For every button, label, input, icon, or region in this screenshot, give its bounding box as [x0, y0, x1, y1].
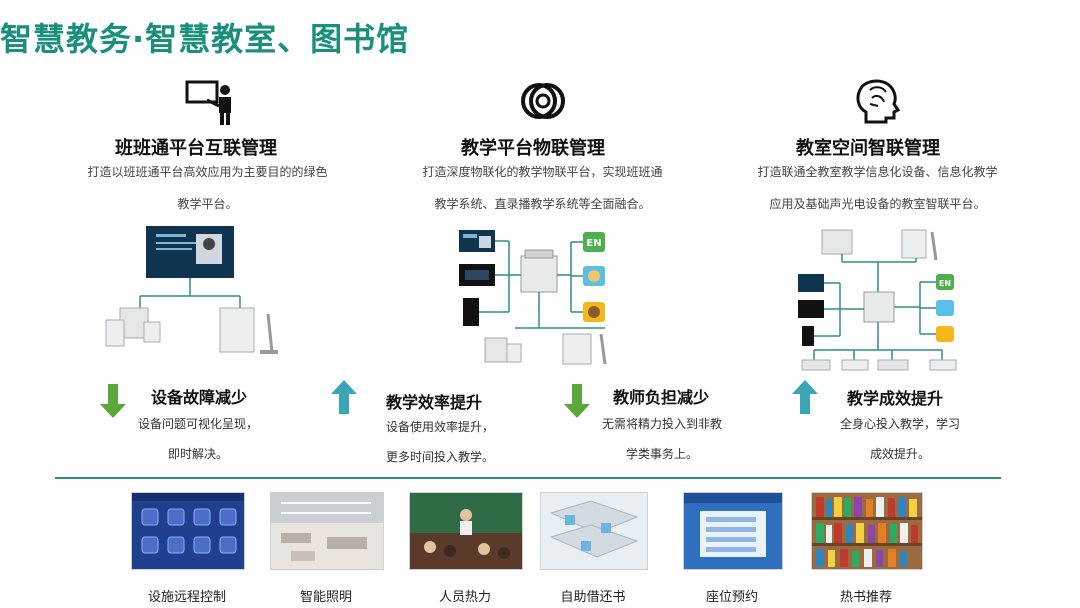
page-title: 智慧教务·智慧教室、图书馆 — [0, 20, 410, 58]
speaker-device — [119, 307, 149, 339]
desc-line: 应用及基础声光电设备的教室智联平台。 — [769, 197, 986, 211]
library-layout-image — [549, 500, 639, 558]
benefit-title: 教学成效提升 — [847, 389, 944, 408]
kiosk-device — [219, 307, 255, 353]
library-interior-image — [271, 493, 383, 569]
benefit-desc: 设备问题可视化呈现， 即时解决。 — [118, 409, 278, 469]
desc-line: 教学系统、直录播教学系统等全面融合。 — [434, 197, 651, 211]
benefit-desc: 无需将精力投入到非教 学类事务上。 — [582, 409, 742, 469]
seat-booking-screen-image — [684, 493, 782, 557]
gallery-label: 自助借还书 — [560, 590, 626, 605]
section-divider — [55, 477, 1001, 479]
benefit-title: 设备故障减少 — [151, 388, 248, 407]
up-arrow-icon — [792, 380, 818, 414]
benefit-line: 设备使用效率提升， — [385, 420, 494, 434]
column-desc-iot: 打造深度物联化的教学物联平台，实现班班通 教学系统、直录播教学系统等全面融合。 — [395, 156, 690, 220]
gallery-thumb-seat-booking[interactable] — [683, 492, 783, 570]
benefit-desc: 设备使用效率提升， 更多时间投入教学。 — [360, 412, 520, 472]
brain-head-icon — [856, 79, 901, 124]
rings-link-icon — [521, 83, 565, 119]
gallery-thumb-remote-control[interactable] — [131, 492, 245, 570]
classroom-device-diagram: EN — [798, 229, 957, 371]
benefit-title: 教师负担减少 — [613, 388, 710, 407]
gallery-label: 人员热力 — [438, 590, 491, 605]
column-desc-banbantong: 打造以班班通平台高效应用为主要目的的绿色 教学平台。 — [60, 156, 355, 220]
column-desc-classroom: 打造联通全教室教学信息化设备、信息化教学 应用及基础声光电设备的教室智联平台。 — [730, 156, 1025, 220]
down-arrow-icon — [100, 384, 126, 418]
gallery-thumb-smart-lighting[interactable] — [270, 492, 384, 570]
gallery-label: 座位预约 — [705, 590, 758, 605]
hub-printer-device — [520, 255, 558, 293]
desc-line: 打造以班班通平台高效应用为主要目的的绿色 — [87, 165, 328, 179]
column-heading-banbantong: 班班通平台互联管理 — [115, 138, 277, 159]
desc-line: 打造联通全教室教学信息化设备、信息化教学 — [757, 165, 998, 179]
classroom-photo-image — [410, 493, 522, 569]
gallery-thumb-self-borrow[interactable] — [540, 492, 648, 570]
remote-control-screen-image — [132, 493, 244, 554]
benefit-line: 无需将精力投入到非教 — [601, 417, 722, 431]
bookshelf-image — [812, 493, 922, 569]
benefit-line: 成效提升。 — [869, 447, 930, 461]
column-heading-iot: 教学平台物联管理 — [461, 138, 605, 159]
down-arrow-icon — [564, 384, 590, 418]
benefit-line: 更多时间投入教学。 — [385, 450, 494, 464]
gallery-thumb-people-heat[interactable] — [409, 492, 523, 570]
benefit-line: 学类事务上。 — [625, 447, 698, 461]
benefit-desc: 全身心投入教学，学习 成效提升。 — [820, 409, 980, 469]
banbantong-device-diagram — [105, 226, 278, 354]
up-arrow-icon — [331, 380, 357, 414]
gallery-label: 热书推荐 — [839, 590, 892, 605]
desc-line: 打造深度物联化的教学物联平台，实现班班通 — [422, 165, 663, 179]
en-badge: EN — [939, 279, 951, 288]
benefit-title: 教学效率提升 — [386, 393, 483, 412]
gallery-thumb-hot-books[interactable] — [811, 492, 923, 570]
gallery-label: 智能照明 — [299, 590, 352, 605]
teacher-board-icon — [185, 80, 231, 125]
en-badge: EN — [586, 238, 601, 249]
gallery-label: 设施远程控制 — [147, 590, 226, 605]
benefit-line: 全身心投入教学，学习 — [839, 417, 960, 431]
column-heading-classroom: 教室空间智联管理 — [796, 138, 940, 159]
desc-line: 教学平台。 — [177, 197, 238, 211]
english-app-icon — [583, 232, 605, 252]
benefit-line: 即时解决。 — [167, 447, 228, 461]
iot-device-diagram: EN — [459, 230, 607, 365]
benefit-line: 设备问题可视化呈现， — [137, 417, 258, 431]
